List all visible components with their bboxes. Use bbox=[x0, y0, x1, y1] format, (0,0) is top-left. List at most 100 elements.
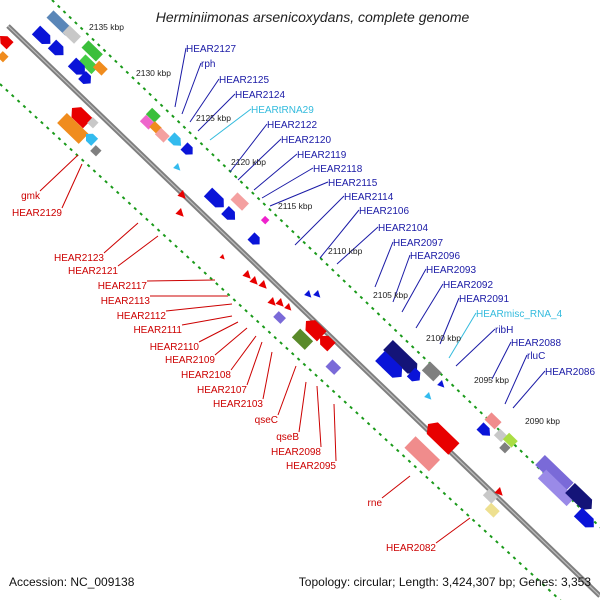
forward-gene-shape bbox=[203, 187, 224, 208]
leader-line bbox=[333, 403, 337, 462]
leader-line bbox=[415, 283, 444, 329]
tick-mark bbox=[405, 339, 409, 344]
reverse-gene bbox=[426, 422, 460, 455]
tick-mark bbox=[79, 26, 84, 31]
reverse-gene-shape bbox=[85, 133, 99, 146]
leader-line bbox=[504, 354, 528, 405]
cds-box bbox=[260, 215, 270, 225]
tick-mark bbox=[336, 273, 341, 278]
tick-mark bbox=[422, 356, 426, 360]
kbp-label: 2100 kbp bbox=[426, 333, 461, 343]
tick-mark bbox=[273, 335, 278, 340]
cds-box bbox=[0, 51, 9, 63]
cds-box bbox=[273, 311, 286, 324]
forward-gene-shape bbox=[375, 350, 403, 378]
tick-mark bbox=[62, 10, 67, 14]
cds-box-shape bbox=[404, 436, 441, 472]
tick-mark bbox=[156, 228, 161, 232]
kbp-label: 2090 kbp bbox=[525, 416, 560, 426]
cds-box-shape bbox=[78, 54, 99, 75]
cds-box-shape bbox=[325, 359, 342, 375]
tick-mark bbox=[68, 15, 72, 20]
tick-mark bbox=[10, 94, 15, 98]
forward-gene-label: HEAR2114 bbox=[344, 192, 394, 203]
tick-mark bbox=[261, 325, 266, 329]
forward-gene bbox=[173, 163, 181, 171]
tick-mark bbox=[413, 464, 418, 469]
tick-mark bbox=[168, 239, 173, 243]
tick-mark bbox=[191, 260, 196, 265]
tick-mark bbox=[188, 131, 192, 135]
tick-mark bbox=[133, 206, 138, 211]
tick-mark bbox=[337, 395, 342, 399]
reverse-gene bbox=[175, 208, 184, 217]
cds-box bbox=[92, 60, 108, 76]
cds-box-shape bbox=[484, 502, 500, 518]
tick-mark bbox=[399, 334, 404, 338]
tick-mark bbox=[325, 384, 330, 388]
tick-mark bbox=[244, 309, 248, 313]
tick-mark bbox=[238, 303, 243, 308]
tick-mark bbox=[416, 350, 421, 355]
reverse-gene-label: HEAR2095 bbox=[286, 461, 336, 472]
reverse-gene-label: HEAR2108 bbox=[181, 370, 231, 381]
tick-mark bbox=[360, 416, 365, 421]
reverse-gene-label: HEAR2082 bbox=[386, 543, 436, 554]
tick-mark bbox=[114, 59, 118, 64]
leader-line bbox=[209, 108, 252, 141]
reverse-gene-shape bbox=[426, 422, 460, 455]
leader-line bbox=[392, 254, 411, 303]
forward-gene bbox=[167, 132, 182, 146]
forward-gene bbox=[437, 380, 445, 388]
cds-box-shape bbox=[291, 328, 314, 350]
tick-mark bbox=[479, 410, 483, 415]
tick-mark bbox=[40, 120, 44, 125]
kbp-label: 2110 kbp bbox=[328, 246, 363, 256]
tick-mark bbox=[445, 378, 449, 382]
tick-mark bbox=[419, 470, 423, 474]
forward-gene bbox=[203, 187, 224, 208]
tick-mark bbox=[279, 341, 283, 345]
leader-line bbox=[298, 381, 307, 433]
cds-box-shape bbox=[502, 432, 518, 448]
tick-mark bbox=[372, 427, 377, 431]
tick-mark bbox=[142, 87, 147, 91]
tick-mark bbox=[450, 383, 455, 388]
tick-mark bbox=[96, 43, 101, 47]
tick-mark bbox=[393, 328, 398, 333]
forward-gene-shape bbox=[565, 482, 593, 510]
forward-gene-label: HEARmisc_RNA_4 bbox=[476, 309, 563, 320]
tick-mark bbox=[139, 212, 143, 216]
cds-box-shape bbox=[62, 25, 81, 44]
forward-gene-label: HEARtRNA29 bbox=[251, 105, 314, 116]
leader-line bbox=[230, 335, 257, 371]
tick-mark bbox=[115, 190, 120, 195]
tick-mark bbox=[465, 513, 470, 517]
backbone-layer bbox=[6, 24, 600, 598]
tick-mark bbox=[45, 126, 50, 130]
tick-mark bbox=[355, 411, 359, 415]
reverse-gene-label: HEAR2112 bbox=[117, 311, 167, 322]
tick-mark bbox=[125, 70, 130, 75]
cds-box-shape bbox=[57, 112, 89, 144]
tick-mark bbox=[256, 196, 261, 201]
tick-mark bbox=[291, 229, 295, 234]
tick-mark bbox=[182, 125, 187, 130]
tick-mark bbox=[353, 290, 358, 294]
tick-mark bbox=[285, 224, 289, 228]
cds-box bbox=[325, 359, 342, 375]
tick-mark bbox=[541, 583, 546, 587]
leader-line bbox=[197, 93, 236, 132]
tick-mark bbox=[576, 504, 581, 508]
reverse-gene bbox=[0, 36, 14, 50]
cds-box bbox=[291, 328, 314, 350]
tick-mark bbox=[477, 524, 482, 528]
tick-mark bbox=[325, 262, 329, 267]
reverse-gene bbox=[258, 280, 267, 289]
tick-mark bbox=[176, 120, 181, 124]
tick-mark bbox=[296, 357, 301, 361]
tick-mark bbox=[226, 292, 231, 297]
tick-mark bbox=[80, 158, 85, 163]
tick-mark bbox=[145, 217, 149, 222]
cds-box-shape bbox=[90, 145, 102, 157]
